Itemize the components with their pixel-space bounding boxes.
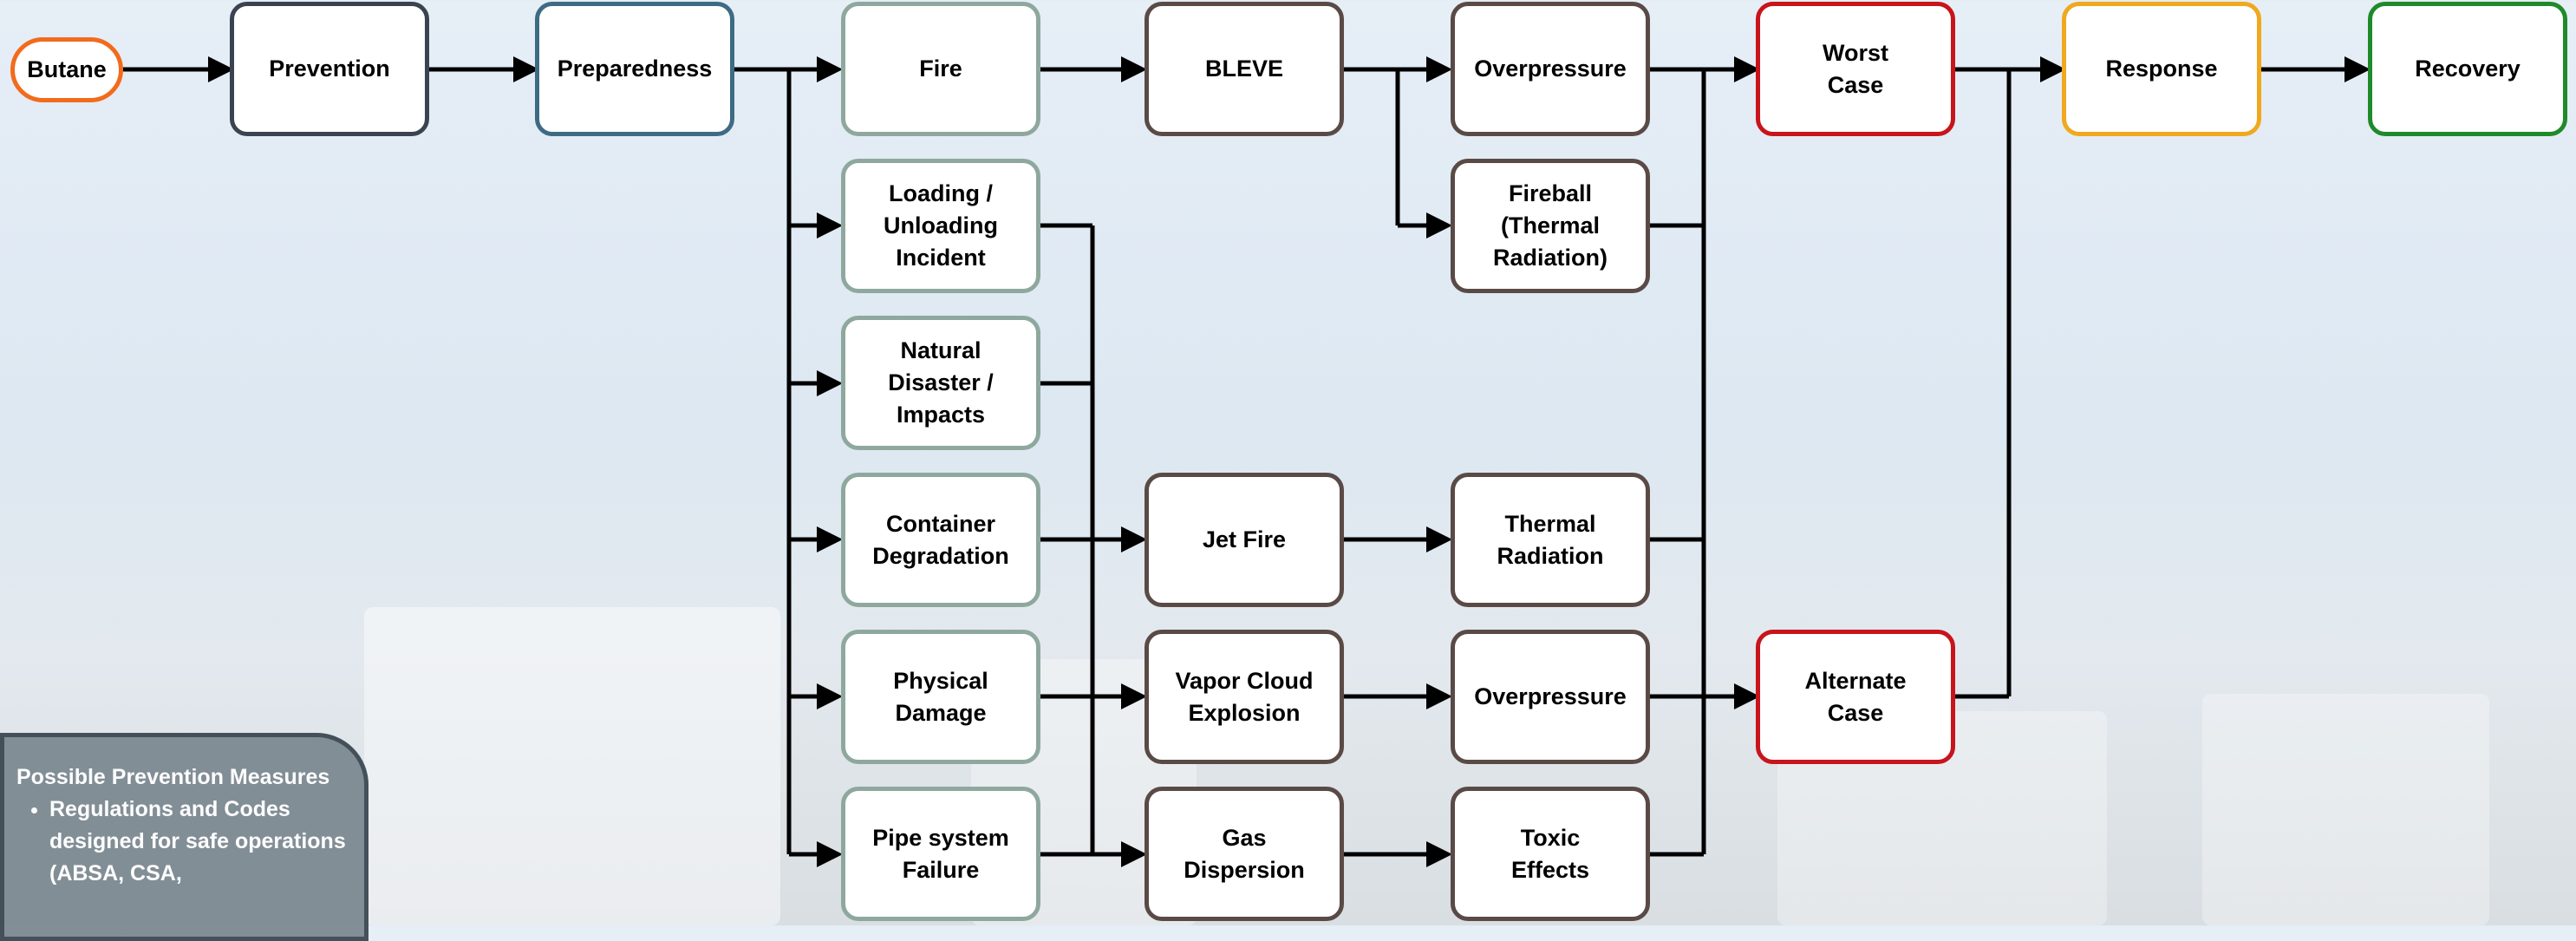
node-preparedness: Preparedness <box>535 2 734 136</box>
node-response: Response <box>2062 2 2261 136</box>
node-jet-fire: Jet Fire <box>1145 473 1344 607</box>
prevention-measures-panel: Possible Prevention Measures Regulations… <box>0 733 368 941</box>
node-thermal-radiation: Thermal Radiation <box>1451 473 1650 607</box>
node-physical-damage: Physical Damage <box>841 630 1040 764</box>
node-natural-disaster: Natural Disaster / Impacts <box>841 316 1040 450</box>
node-loading-unloading-incident: Loading / Unloading Incident <box>841 159 1040 293</box>
node-worst-case: Worst Case <box>1756 2 1955 136</box>
list-item: Regulations and Codes designed for safe … <box>49 794 347 890</box>
node-recovery: Recovery <box>2368 2 2567 136</box>
background-tank <box>2202 694 2489 925</box>
node-fireball: Fireball (Thermal Radiation) <box>1451 159 1650 293</box>
node-prevention: Prevention <box>230 2 429 136</box>
node-fire: Fire <box>841 2 1040 136</box>
node-overpressure-bleve: Overpressure <box>1451 2 1650 136</box>
node-pipe-system-failure: Pipe system Failure <box>841 787 1040 921</box>
node-butane: Butane <box>10 37 123 102</box>
node-gas-dispersion: Gas Dispersion <box>1145 787 1344 921</box>
prevention-measures-title: Possible Prevention Measures <box>16 765 330 789</box>
prevention-measures-list: Regulations and Codes designed for safe … <box>16 794 347 890</box>
node-toxic-effects: Toxic Effects <box>1451 787 1650 921</box>
node-vapor-cloud-explosion: Vapor Cloud Explosion <box>1145 630 1344 764</box>
background-tank <box>364 607 780 925</box>
node-overpressure-vce: Overpressure <box>1451 630 1650 764</box>
node-bleve: BLEVE <box>1145 2 1344 136</box>
node-container-degradation: Container Degradation <box>841 473 1040 607</box>
node-alternate-case: Alternate Case <box>1756 630 1955 764</box>
